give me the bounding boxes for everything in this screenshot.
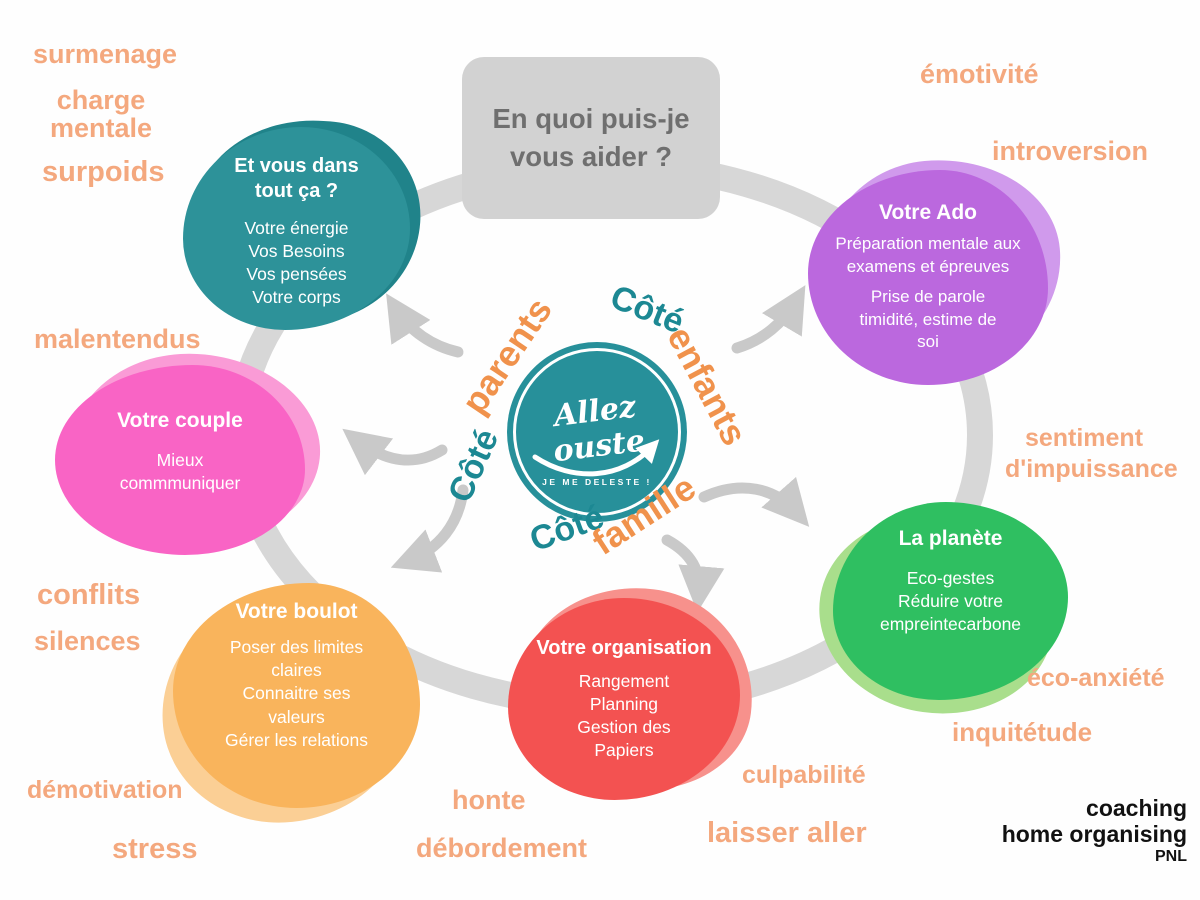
arrow-to-planet-icon [698, 476, 810, 527]
bubble-votre-boulot: Votre boulot Poser des limites claires C… [150, 583, 421, 835]
bubble-title: Et vous dans tout ça ? [234, 155, 359, 202]
keyword-surpoids: surpoids [42, 156, 165, 188]
keyword-demotivation: démotivation [27, 776, 183, 804]
logo-swoosh-arrow-icon [532, 439, 660, 477]
brand-home-organising: home organising [1001, 821, 1187, 848]
keyword-silences: silences [34, 626, 141, 656]
bubble-main-shape [508, 598, 740, 800]
bubble-title: Votre couple [117, 409, 243, 432]
arrow-to-couple-icon [342, 428, 448, 476]
bubble-votre-couple: Votre couple Mieux commmuniquer [55, 341, 330, 557]
bubble-title: La planète [898, 527, 1003, 550]
bubble-title: Votre Ado [879, 201, 977, 224]
arrow-to-self-icon [386, 293, 464, 358]
keyword-eco-anxiete: éco-anxiété [1027, 664, 1165, 692]
keyword-surmenage: surmenage [33, 39, 178, 69]
bubble-et-vous-dans-tout-ca: Et vous dans tout ça ? Votre énergie Vos… [183, 112, 427, 331]
connector-arrows [342, 285, 810, 613]
bubble-body: Poser des limites claires Connaitre ses … [225, 637, 368, 750]
arrow-to-work-icon [390, 484, 469, 573]
bubble-main-shape [833, 502, 1068, 700]
keyword-inquietude: inquitétude [952, 717, 1093, 747]
logo-circle [507, 342, 687, 522]
bubble-votre-ado: Votre Ado Préparation mentale aux examen… [808, 149, 1070, 386]
keyword-malentendus: malentendus [34, 324, 201, 354]
brand-services: coaching home organising PNL [1002, 795, 1187, 866]
keyword-culpabilite: culpabilité [742, 761, 866, 789]
bubble-main-shape [808, 170, 1048, 385]
keyword-sentiment-impuissance: sentiment d'impuissance [1005, 424, 1178, 484]
brand-pnl: PNL [1155, 847, 1187, 865]
arrow-to-organisation-icon [661, 534, 725, 613]
logo-tagline: JE ME DELESTE ! [542, 477, 652, 487]
bubble-title: Votre boulot [235, 600, 358, 623]
allez-ouste-logo: Allez ouste JE ME DELESTE ! [507, 342, 687, 522]
bubble-body: Votre énergie Vos Besoins Vos pensées Vo… [244, 218, 349, 308]
keyword-charge-mentale: charge mentale [49, 85, 153, 144]
page-title: En quoi puis-je vous aider ? [492, 102, 690, 173]
keyword-honte: honte [452, 785, 526, 815]
bubble-votre-organisation: Votre organisation Rangement Planning Ge… [508, 574, 765, 804]
bubble-main-shape [173, 583, 420, 808]
bubble-body: Eco-gestes Réduire votre empreintecarbon… [879, 568, 1022, 635]
keyword-conflits: conflits [37, 579, 141, 611]
bubble-la-planete: La planète Eco-gestes Réduire votre empr… [806, 499, 1068, 729]
keyword-introversion: introversion [992, 136, 1149, 166]
bubble-title: Votre organisation [536, 637, 712, 659]
bubble-main-shape [55, 365, 305, 555]
arrow-to-ado-icon [731, 285, 806, 354]
bubble-main-shape [183, 127, 410, 330]
keyword-stress: stress [112, 833, 198, 865]
title-box: En quoi puis-je vous aider ? [462, 57, 720, 219]
bubble-body: Rangement Planning Gestion des Papiers [577, 671, 671, 761]
keyword-emotivite: émotivité [920, 59, 1039, 89]
bubble-body: Préparation mentale aux examens et épreu… [835, 234, 1021, 276]
keyword-debordement: débordement [416, 833, 588, 863]
bubble-body-2: Prise de parole timidité, estime de soi [859, 287, 997, 351]
brand-coaching: coaching [1086, 795, 1187, 821]
keyword-laisser-aller: laisser aller [707, 817, 867, 849]
bubble-body: Mieux commmuniquer [119, 450, 241, 494]
